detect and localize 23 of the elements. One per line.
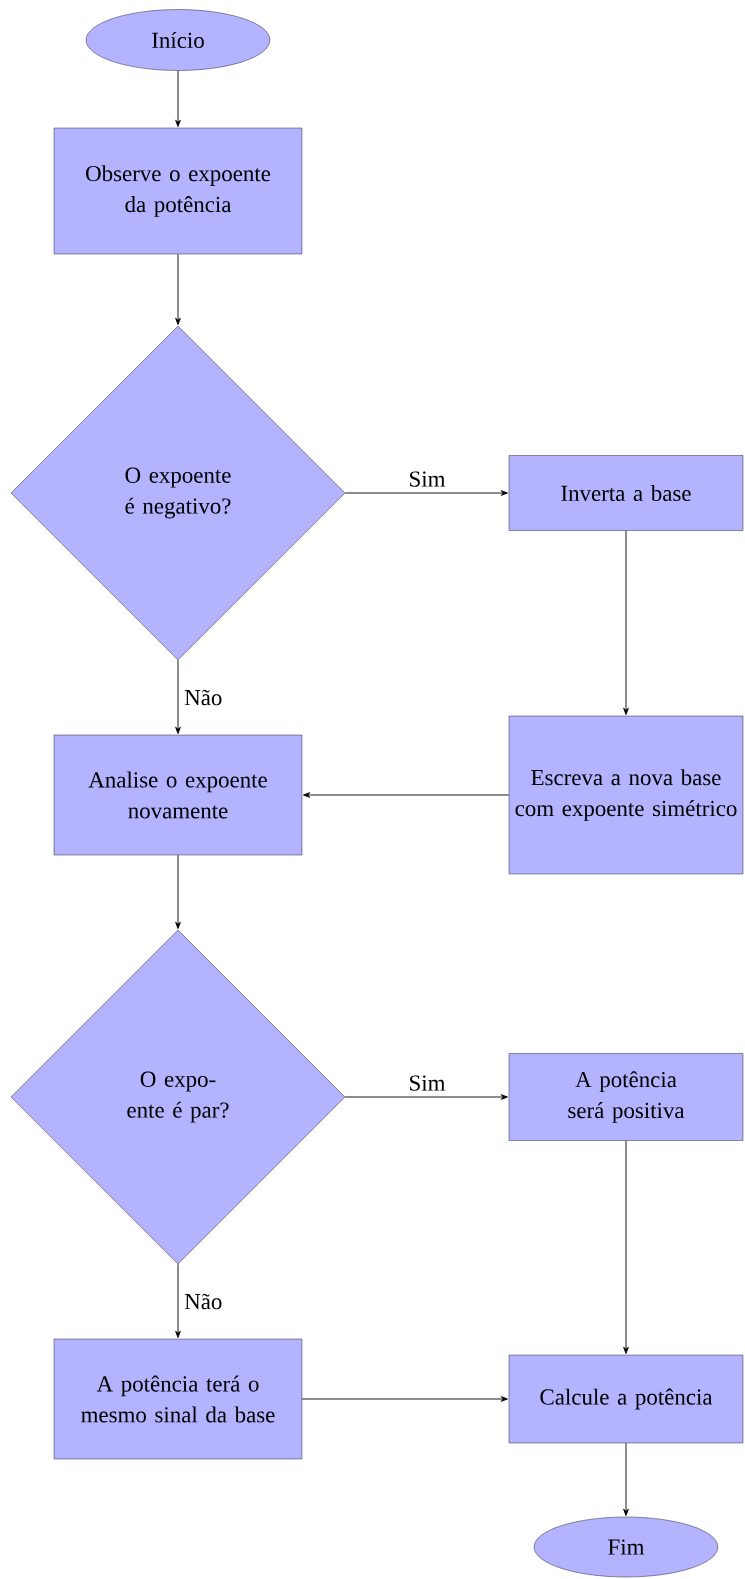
arrow: [175, 253, 181, 325]
process-box: Inverta a base: [508, 455, 744, 531]
arrow: [344, 1094, 508, 1100]
arrow: [175, 70, 181, 127]
process-box: A potência terá o mesmo sinal da base: [53, 1338, 303, 1460]
arrow: [175, 659, 181, 734]
edge-label: Não: [184, 1293, 222, 1310]
edge-label: Sim: [410, 471, 446, 487]
edge-label: Não: [184, 689, 222, 706]
arrow: [623, 1442, 629, 1516]
process-box: Observe o expoente da potência: [53, 127, 303, 255]
process-box: Escreva a nova base com expoente simétrico: [508, 715, 744, 875]
process-box: Analise o expoente novamente: [53, 734, 303, 856]
arrow: [344, 490, 508, 496]
arrow: [301, 1396, 508, 1402]
arrow: [303, 792, 510, 798]
edge-label: Sim: [410, 1075, 446, 1091]
process-box: A potência será positiva: [508, 1053, 744, 1141]
arrow: [623, 530, 629, 715]
process-box: Calcule a potência: [508, 1354, 744, 1444]
arrow: [175, 854, 181, 929]
arrow: [623, 1140, 629, 1354]
arrow: [175, 1263, 181, 1338]
